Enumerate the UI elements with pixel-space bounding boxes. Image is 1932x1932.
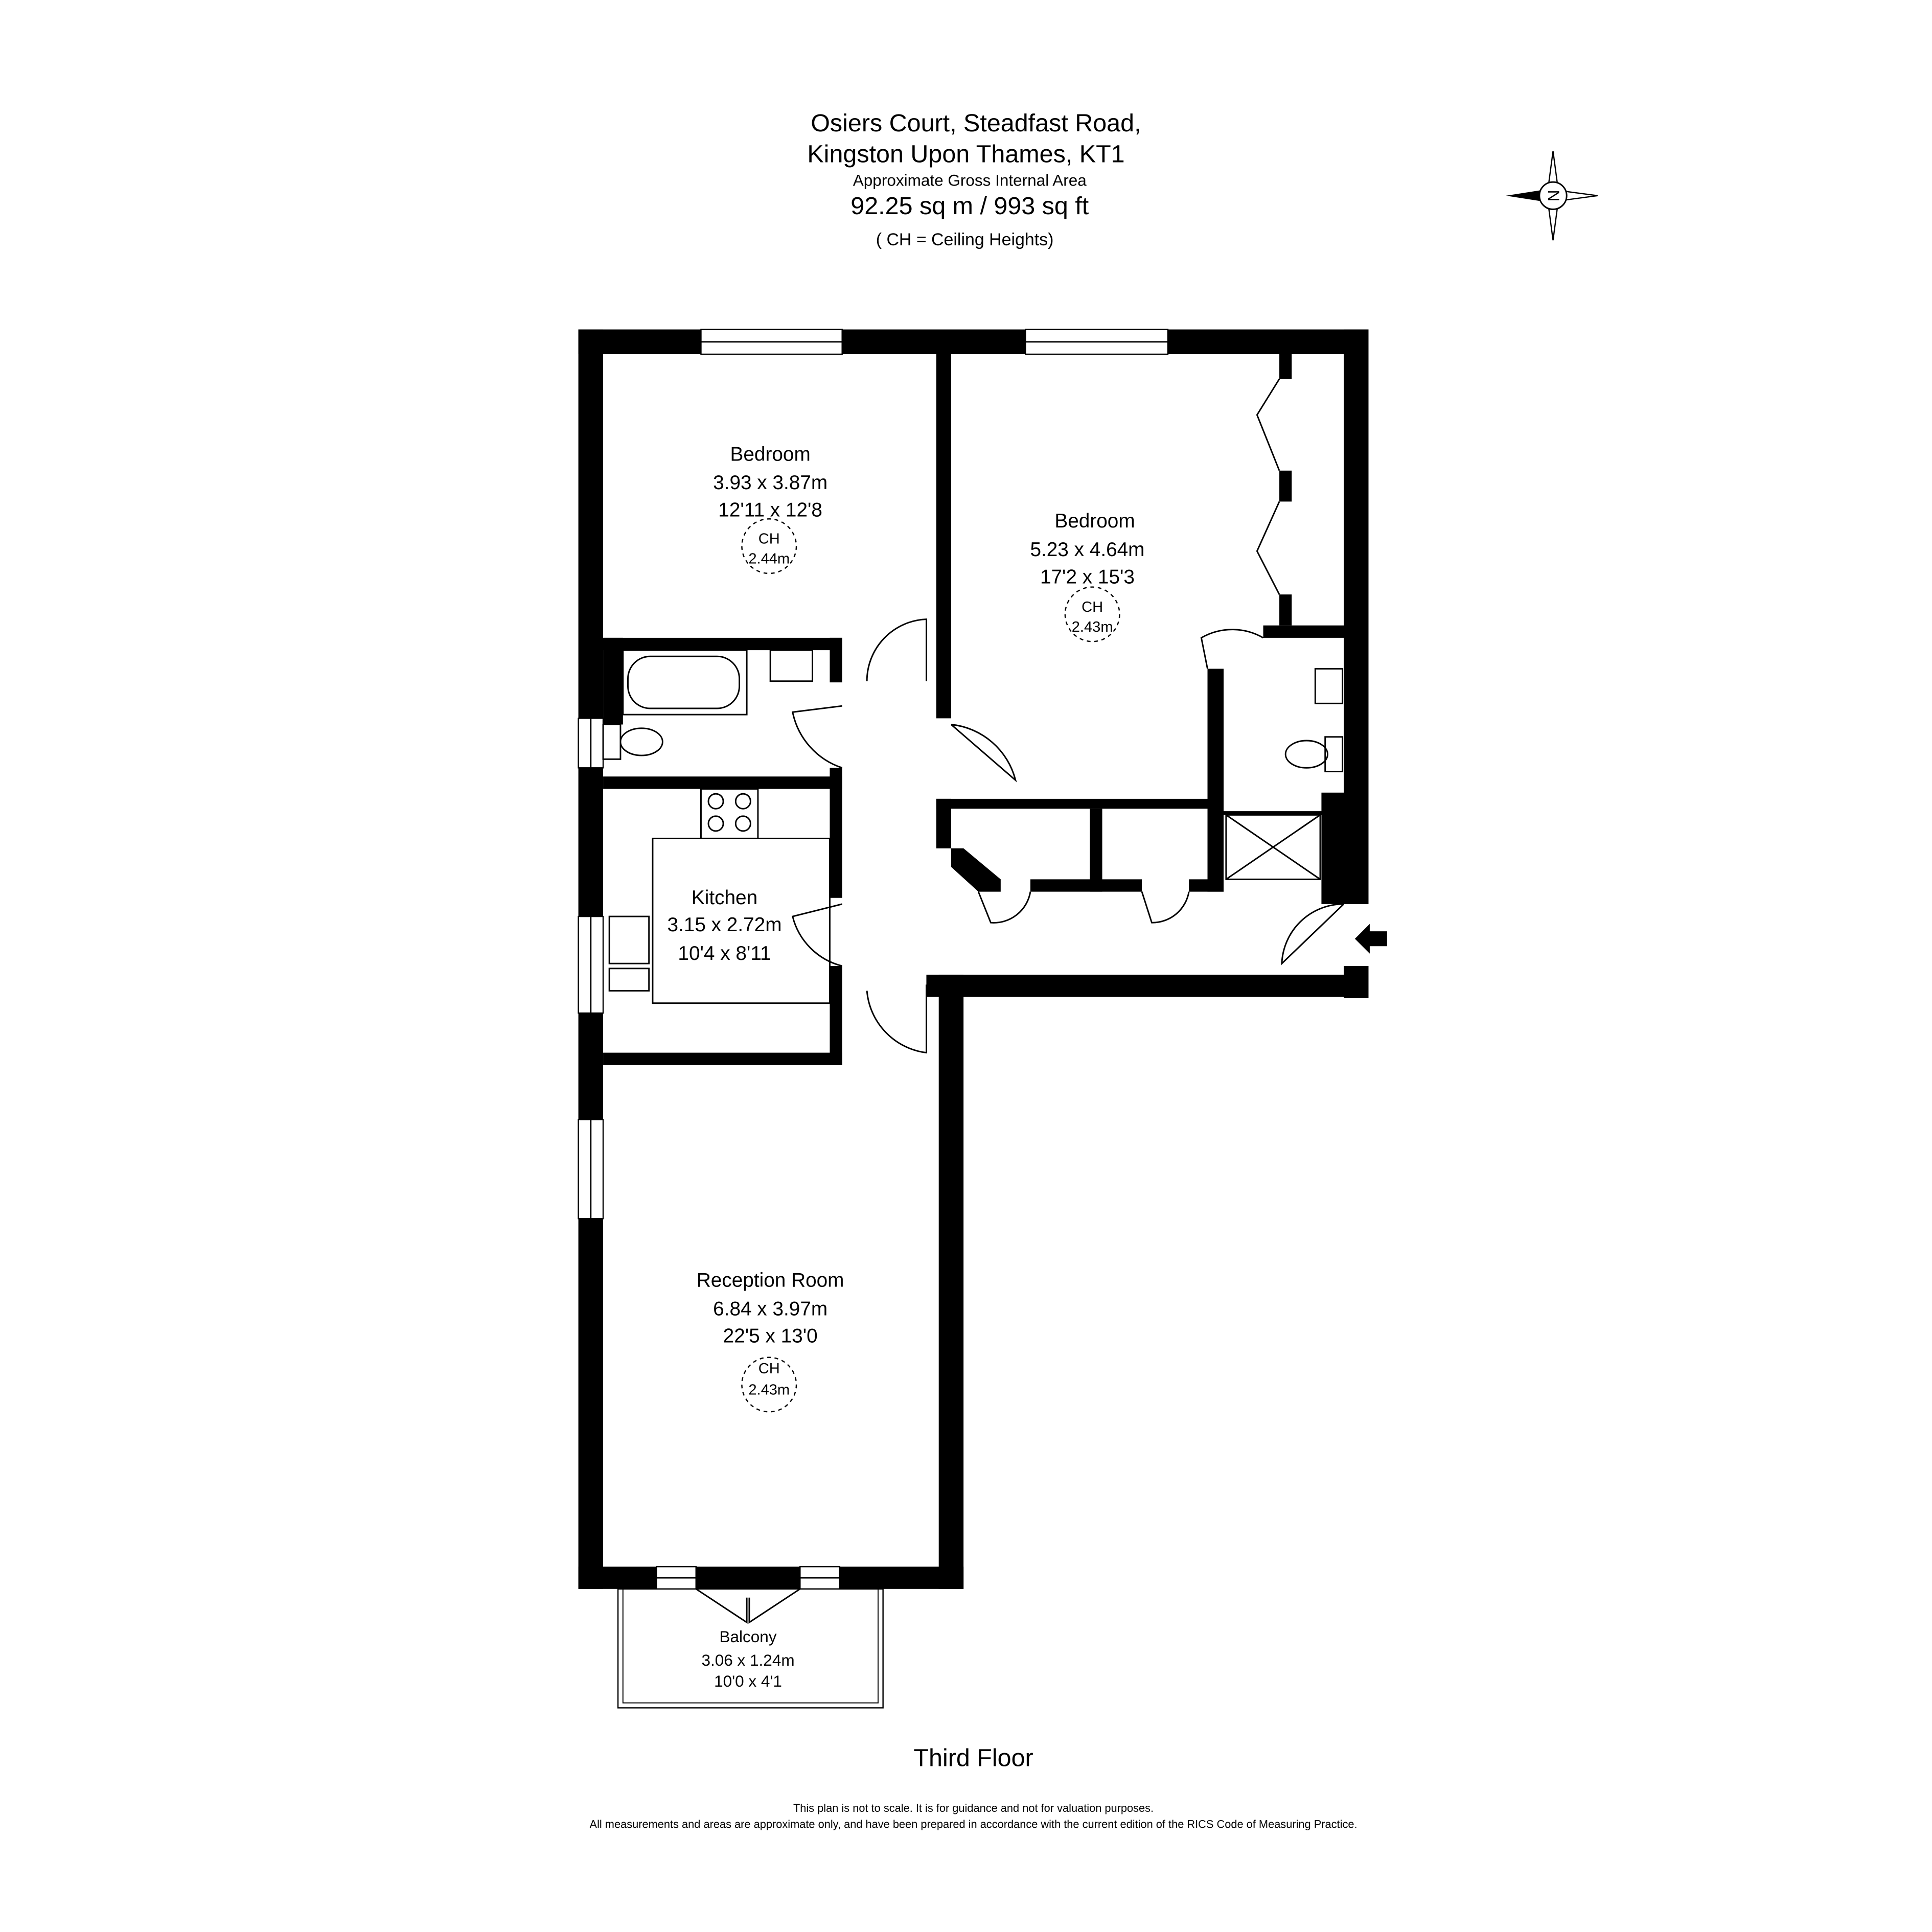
room-metric: 5.23 x 4.64m <box>1030 539 1144 561</box>
ch-value: 2.44m <box>748 551 790 567</box>
fixtures <box>602 649 1344 1004</box>
room-imperial: 22'5 x 13'0 <box>723 1325 818 1347</box>
ch-label: CH <box>1082 599 1103 615</box>
room-metric: 3.15 x 2.72m <box>667 914 781 936</box>
address-line-2: Kingston Upon Thames, KT1 <box>807 140 1124 168</box>
room-name: Bedroom <box>730 443 811 465</box>
room-bedroom-2: Bedroom 5.23 x 4.64m 17'2 x 15'3 CH 2.43… <box>1030 510 1144 642</box>
bath-icon <box>622 649 748 716</box>
room-name: Bedroom <box>1054 510 1135 532</box>
room-imperial: 17'2 x 15'3 <box>1040 566 1135 588</box>
area-value: 92.25 sq m / 993 sq ft <box>850 192 1089 220</box>
shower-icon <box>1225 814 1321 880</box>
room-reception: Reception Room 6.84 x 3.97m 22'5 x 13'0 … <box>697 1270 844 1413</box>
entrance-arrow-icon <box>1354 924 1387 954</box>
room-imperial: 10'0 x 4'1 <box>714 1672 782 1690</box>
room-imperial: 12'11 x 12'8 <box>718 499 822 521</box>
room-imperial: 10'4 x 8'11 <box>678 942 771 964</box>
room-metric: 6.84 x 3.97m <box>713 1298 827 1320</box>
room-name: Kitchen <box>692 887 757 909</box>
header: Osiers Court, Steadfast Road, Kingston U… <box>807 109 1141 249</box>
doors <box>695 378 1345 1624</box>
compass-icon: N <box>1506 151 1598 241</box>
sink-icon <box>769 649 813 682</box>
floor-label: Third Floor <box>913 1744 1033 1772</box>
disclaimer-line-2: All measurements and areas are approxima… <box>590 1818 1358 1830</box>
room-name: Reception Room <box>697 1270 844 1292</box>
room-metric: 3.93 x 3.87m <box>713 472 827 494</box>
area-label: Approximate Gross Internal Area <box>853 171 1087 189</box>
disclaimer-line-1: This plan is not to scale. It is for gui… <box>793 1802 1154 1814</box>
kitchen-sink-icon <box>608 915 650 964</box>
compass-letter: N <box>1545 190 1563 201</box>
toilet-icon <box>619 727 663 756</box>
room-metric: 3.06 x 1.24m <box>701 1651 794 1669</box>
ch-label: CH <box>758 1361 780 1377</box>
room-bedroom-1: Bedroom 3.93 x 3.87m 12'11 x 12'8 CH 2.4… <box>713 443 827 574</box>
ch-label: CH <box>758 531 780 547</box>
ch-value: 2.43m <box>748 1382 790 1398</box>
room-name: Balcony <box>719 1627 776 1646</box>
room-balcony: Balcony 3.06 x 1.24m 10'0 x 4'1 <box>701 1627 794 1690</box>
windows <box>578 329 1169 1590</box>
ceiling-height-note: ( CH = Ceiling Heights) <box>876 230 1054 249</box>
address-line-1: Osiers Court, Steadfast Road, <box>811 109 1141 137</box>
ch-value: 2.43m <box>1072 619 1113 635</box>
room-kitchen: Kitchen 3.15 x 2.72m 10'4 x 8'11 <box>667 887 781 964</box>
